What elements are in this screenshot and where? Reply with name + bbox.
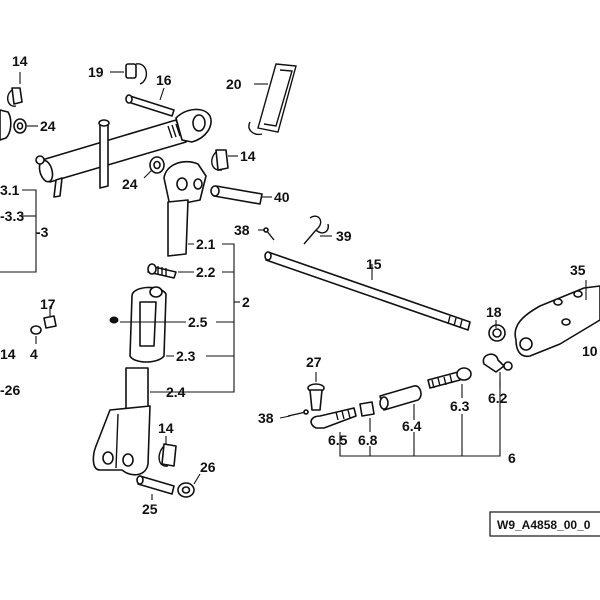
- pin-27: [307, 383, 325, 411]
- lift-rod-assembly: [92, 160, 207, 476]
- washer-24a: [13, 118, 27, 134]
- label-2-3: 2.3: [176, 348, 196, 364]
- chain-turnbuckle: [379, 385, 422, 411]
- grease-nipple: [109, 316, 119, 324]
- lynch-pin-14b: [211, 149, 229, 171]
- label-3: -3: [36, 224, 49, 240]
- bolt-17: [43, 315, 57, 329]
- lynch-pin-19: [125, 63, 147, 85]
- label-17: 17: [40, 296, 56, 312]
- label-14-top-left: 14: [12, 53, 28, 69]
- eye-bolt: [310, 407, 357, 429]
- label-15: 15: [366, 256, 382, 272]
- label-27: 27: [306, 354, 322, 370]
- washer-26b: [177, 482, 195, 498]
- leader-lines: [0, 71, 587, 500]
- label-14-middle: 14: [240, 148, 256, 164]
- shackle: [482, 353, 505, 373]
- label-18: 18: [486, 304, 502, 320]
- left-clevis-fragment: [0, 109, 12, 141]
- label-25: 25: [142, 501, 158, 517]
- lower-clevis: [92, 405, 151, 476]
- upper-link-tube: [41, 119, 187, 183]
- upper-link-stub: [53, 177, 63, 198]
- upper-link-thread: [167, 123, 181, 139]
- nut-4: [30, 325, 42, 335]
- upper-link-handle: [99, 121, 109, 189]
- label-20: 20: [226, 76, 242, 92]
- upper-link-assembly: [0, 108, 212, 198]
- label-6-4: 6.4: [402, 418, 422, 434]
- threaded-eye-ring: [456, 367, 472, 381]
- pin-40: [210, 185, 263, 205]
- r-clip-39: [303, 215, 330, 245]
- label-40: 40: [274, 189, 290, 205]
- label-26-left: -26: [0, 382, 20, 398]
- label-24-middle: 24: [122, 176, 138, 192]
- lock-nut: [359, 401, 375, 417]
- label-6-5: 6.5: [328, 432, 348, 448]
- washer-18: [488, 324, 506, 342]
- split-pin-38a: [263, 227, 275, 241]
- label-4: 4: [30, 346, 38, 362]
- spring-clip-20: [248, 63, 297, 136]
- label-38-top: 38: [234, 222, 250, 238]
- tube-end-knob: [35, 155, 45, 165]
- label-6: 6: [508, 450, 516, 466]
- ball-end-hole: [192, 114, 206, 132]
- label-38-bottom: 38: [258, 410, 274, 426]
- label-35: 35: [570, 262, 586, 278]
- pin-25: [136, 475, 175, 495]
- label-3-3: -3.3: [0, 208, 24, 224]
- label-3-1: 3.1: [0, 182, 20, 198]
- label-6-3: 6.3: [450, 398, 470, 414]
- callout-labels: 14 24 19 16 20 14 24 40 3.1 -3.3 -3 38 2…: [0, 53, 598, 517]
- reference-code: W9_A4858_00_0: [497, 518, 591, 532]
- label-10: 10: [582, 343, 598, 359]
- label-19: 19: [88, 64, 104, 80]
- label-6-8: 6.8: [358, 432, 378, 448]
- upper-rod: [167, 199, 189, 257]
- washer-24b: [149, 156, 165, 174]
- label-6-2: 6.2: [488, 390, 508, 406]
- threaded-eye: [427, 371, 461, 389]
- label-14-left: 14: [0, 346, 16, 362]
- label-2-2: 2.2: [196, 264, 216, 280]
- lynch-pin-14d: [158, 443, 177, 467]
- split-pin-38b: [287, 409, 309, 417]
- label-14-bottom: 14: [158, 420, 174, 436]
- bracket-35: [514, 285, 600, 358]
- check-chain-assembly: [310, 353, 513, 429]
- cross-shaft-15: [264, 251, 471, 331]
- lynch-pin-14a: [6, 87, 23, 107]
- handle-top: [98, 119, 110, 127]
- label-2-5: 2.5: [188, 314, 208, 330]
- label-2: 2: [242, 294, 250, 310]
- label-2-4: 2.4: [166, 384, 186, 400]
- label-16: 16: [156, 72, 172, 88]
- lower-rod: [125, 367, 149, 411]
- reference-code-box: W9_A4858_00_0: [489, 511, 600, 537]
- pin-16: [125, 94, 175, 117]
- label-2-1: 2.1: [196, 236, 216, 252]
- label-26-bottom: 26: [200, 459, 216, 475]
- label-24-top-left: 24: [40, 118, 56, 134]
- label-39: 39: [336, 228, 352, 244]
